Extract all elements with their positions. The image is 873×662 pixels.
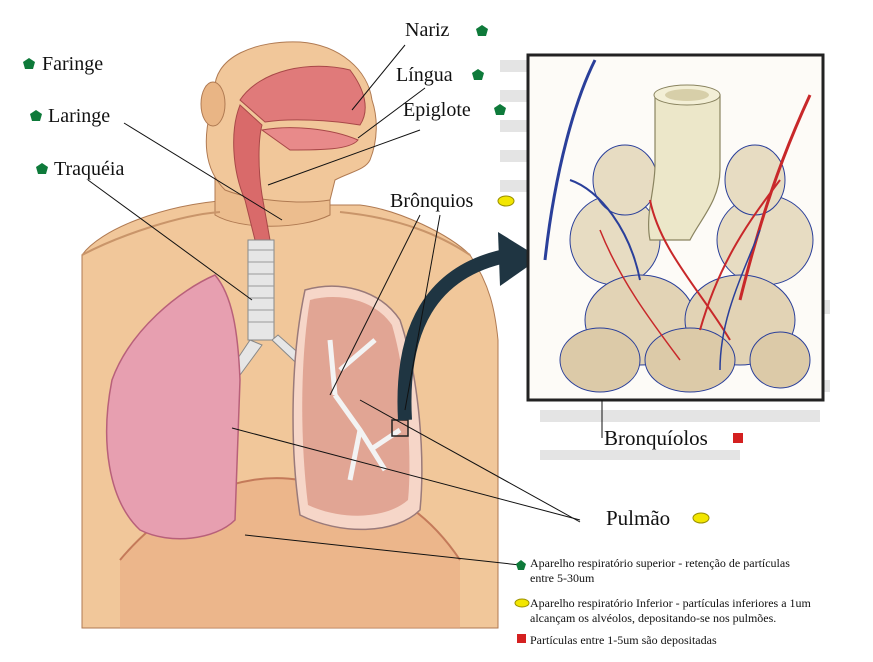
- label-laringe: Laringe: [48, 106, 110, 126]
- pulmao-marker-icon: [693, 513, 709, 523]
- bronquiolos-marker-icon: [733, 433, 743, 443]
- label-pulmao: Pulmão: [606, 508, 670, 529]
- traqueia-marker-icon: [36, 163, 48, 174]
- alveoli-inset: [528, 55, 823, 400]
- label-bronquios: Brônquios: [390, 191, 473, 211]
- label-traqueia: Traquéia: [54, 159, 124, 179]
- label-epiglote: Epiglote: [403, 100, 471, 120]
- label-lingua: Língua: [396, 65, 453, 85]
- label-nariz: Nariz: [405, 20, 449, 40]
- legend-inferior-line2: alcançam os alvéolos, depositando-se nos…: [530, 611, 776, 626]
- label-faringe: Faringe: [42, 54, 103, 74]
- legend: Aparelho respiratório superior - retençã…: [514, 556, 870, 651]
- legend-superior-line1: Aparelho respiratório superior - retençã…: [530, 556, 790, 571]
- label-bronquiolos: Bronquíolos: [604, 428, 708, 449]
- nariz-marker-icon: [476, 25, 488, 36]
- bronquios-marker-icon: [498, 196, 514, 206]
- legend-inferior-line1: Aparelho respiratório Inferior - partícu…: [530, 596, 811, 611]
- epiglote-marker-icon: [494, 104, 506, 115]
- legend-particulas-text: Partículas entre 1-5um são depositadas: [530, 633, 717, 648]
- lingua-marker-icon: [472, 69, 484, 80]
- laringe-marker-icon: [30, 110, 42, 121]
- faringe-marker-icon: [23, 58, 35, 69]
- trachea: [248, 240, 274, 340]
- legend-superior-line2: entre 5-30um: [530, 571, 594, 586]
